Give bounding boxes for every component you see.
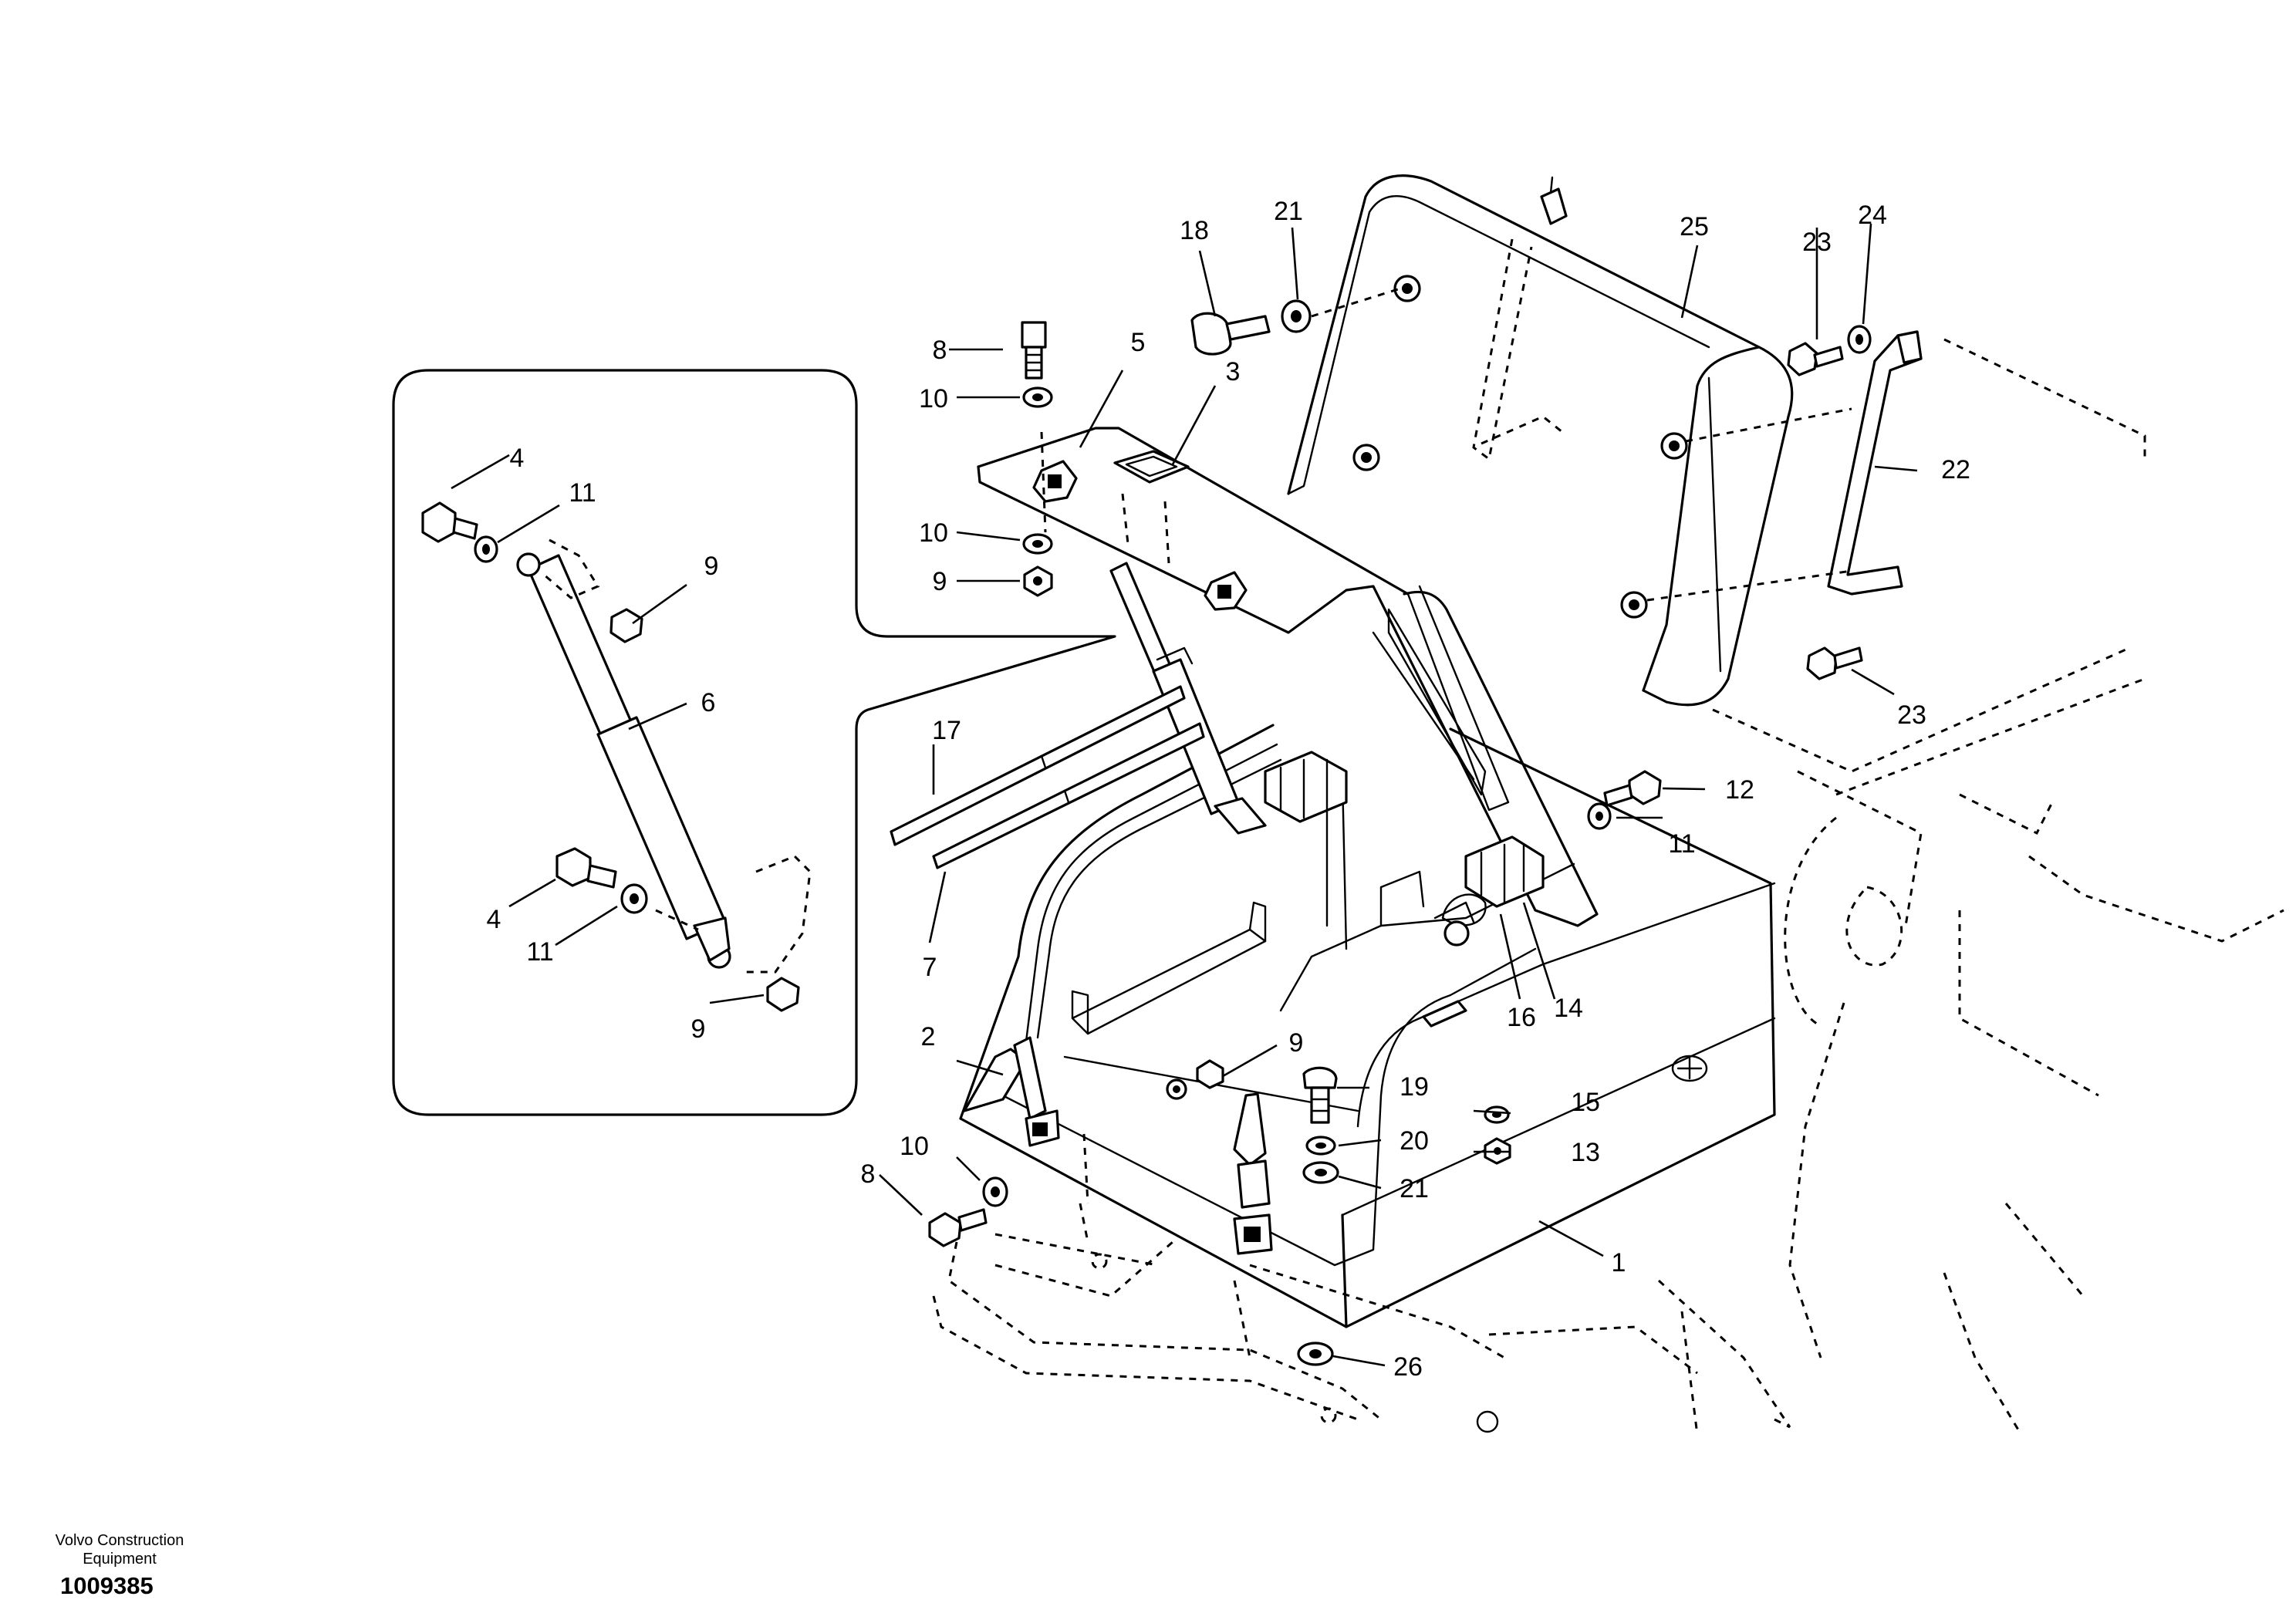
callout-24: 24 — [1858, 201, 1887, 230]
callout-15: 15 — [1571, 1088, 1600, 1117]
callout-6: 6 — [701, 688, 716, 717]
bolt-8-lower — [928, 1208, 988, 1247]
washer-15 — [1484, 1105, 1510, 1124]
callout-23-top: 23 — [1802, 228, 1832, 257]
seal-strips — [890, 646, 1205, 869]
callout-13: 13 — [1571, 1138, 1600, 1167]
washer-21-top — [1281, 299, 1312, 333]
callout-26: 26 — [1393, 1352, 1423, 1382]
nut-9-mid — [1023, 565, 1053, 597]
callout-9-inset-top: 9 — [704, 552, 719, 581]
bolt-19 — [1302, 1066, 1338, 1124]
washer-10-lower — [982, 1176, 1008, 1207]
washer-10-mid — [1022, 533, 1053, 555]
callout-20: 20 — [1400, 1126, 1429, 1156]
callout-17: 17 — [932, 716, 961, 745]
callout-11-inset-top: 11 — [569, 478, 596, 508]
callout-11-right: 11 — [1668, 829, 1695, 859]
callout-25: 25 — [1680, 212, 1709, 241]
callout-4-bottom: 4 — [487, 905, 501, 934]
document-number: 1009385 — [60, 1572, 154, 1599]
callout-10-mid: 10 — [919, 518, 948, 548]
storage-box-lid — [977, 427, 1599, 927]
callout-23-lower: 23 — [1897, 700, 1926, 730]
callout-9-lower: 9 — [1289, 1028, 1304, 1058]
callout-9-mid: 9 — [933, 567, 947, 596]
mounting-bracket — [1827, 330, 1923, 596]
washer-10-top — [1022, 386, 1053, 408]
latch-left — [963, 1036, 1089, 1204]
callout-14: 14 — [1554, 994, 1583, 1023]
callout-3: 3 — [1226, 357, 1241, 386]
callout-18: 18 — [1180, 216, 1209, 245]
company-name: Volvo Construction Equipment — [23, 1531, 216, 1568]
washer-11-right — [1587, 802, 1612, 830]
nut-9-lower — [1166, 1059, 1224, 1100]
callout-19: 19 — [1400, 1072, 1429, 1102]
callout-10-bottom: 10 — [900, 1132, 929, 1161]
gas-spring-detail-inset — [392, 369, 1116, 1116]
company-name-line1: Volvo Construction — [55, 1532, 184, 1549]
gas-spring-detail — [421, 501, 812, 1012]
bolt-12 — [1603, 770, 1662, 807]
callout-8-top: 8 — [933, 336, 947, 365]
washer-21-lower — [1302, 1161, 1339, 1184]
leader-lines — [451, 223, 1918, 1367]
bolt-23-top — [1787, 342, 1844, 376]
bolt-8-top — [1021, 321, 1047, 380]
callout-7: 7 — [923, 953, 937, 982]
callout-11-inset-bottom: 11 — [526, 937, 553, 967]
callout-16: 16 — [1507, 1003, 1536, 1032]
callout-8-bottom: 8 — [861, 1159, 876, 1189]
callout-4-top: 4 — [510, 444, 525, 473]
callout-5: 5 — [1131, 328, 1146, 357]
callout-9-inset-bottom: 9 — [691, 1014, 706, 1044]
hinge-set — [1264, 751, 1545, 947]
latch-right — [1233, 1092, 1273, 1255]
callouts: 1 2 3 4 4 5 6 7 8 8 9 9 9 9 10 10 10 11 … — [487, 197, 1970, 1382]
company-name-line2: Equipment — [83, 1551, 157, 1568]
machine-frame-outline — [932, 338, 2284, 1436]
callout-2: 2 — [921, 1022, 936, 1051]
callout-22: 22 — [1941, 455, 1970, 484]
washer-20 — [1305, 1136, 1336, 1156]
washer-24 — [1847, 325, 1872, 354]
bolt-18 — [1190, 312, 1271, 356]
bolt-23-lower — [1806, 646, 1863, 680]
cover-panel — [1287, 174, 1852, 707]
gas-spring-installed — [1109, 562, 1267, 835]
callout-10-top: 10 — [919, 384, 948, 413]
callout-12: 12 — [1725, 775, 1754, 805]
storage-box-body — [959, 724, 1776, 1328]
washer-26 — [1297, 1342, 1334, 1366]
callout-21-lower: 21 — [1400, 1174, 1429, 1203]
callout-1: 1 — [1612, 1248, 1626, 1277]
callout-21-top: 21 — [1274, 197, 1303, 226]
